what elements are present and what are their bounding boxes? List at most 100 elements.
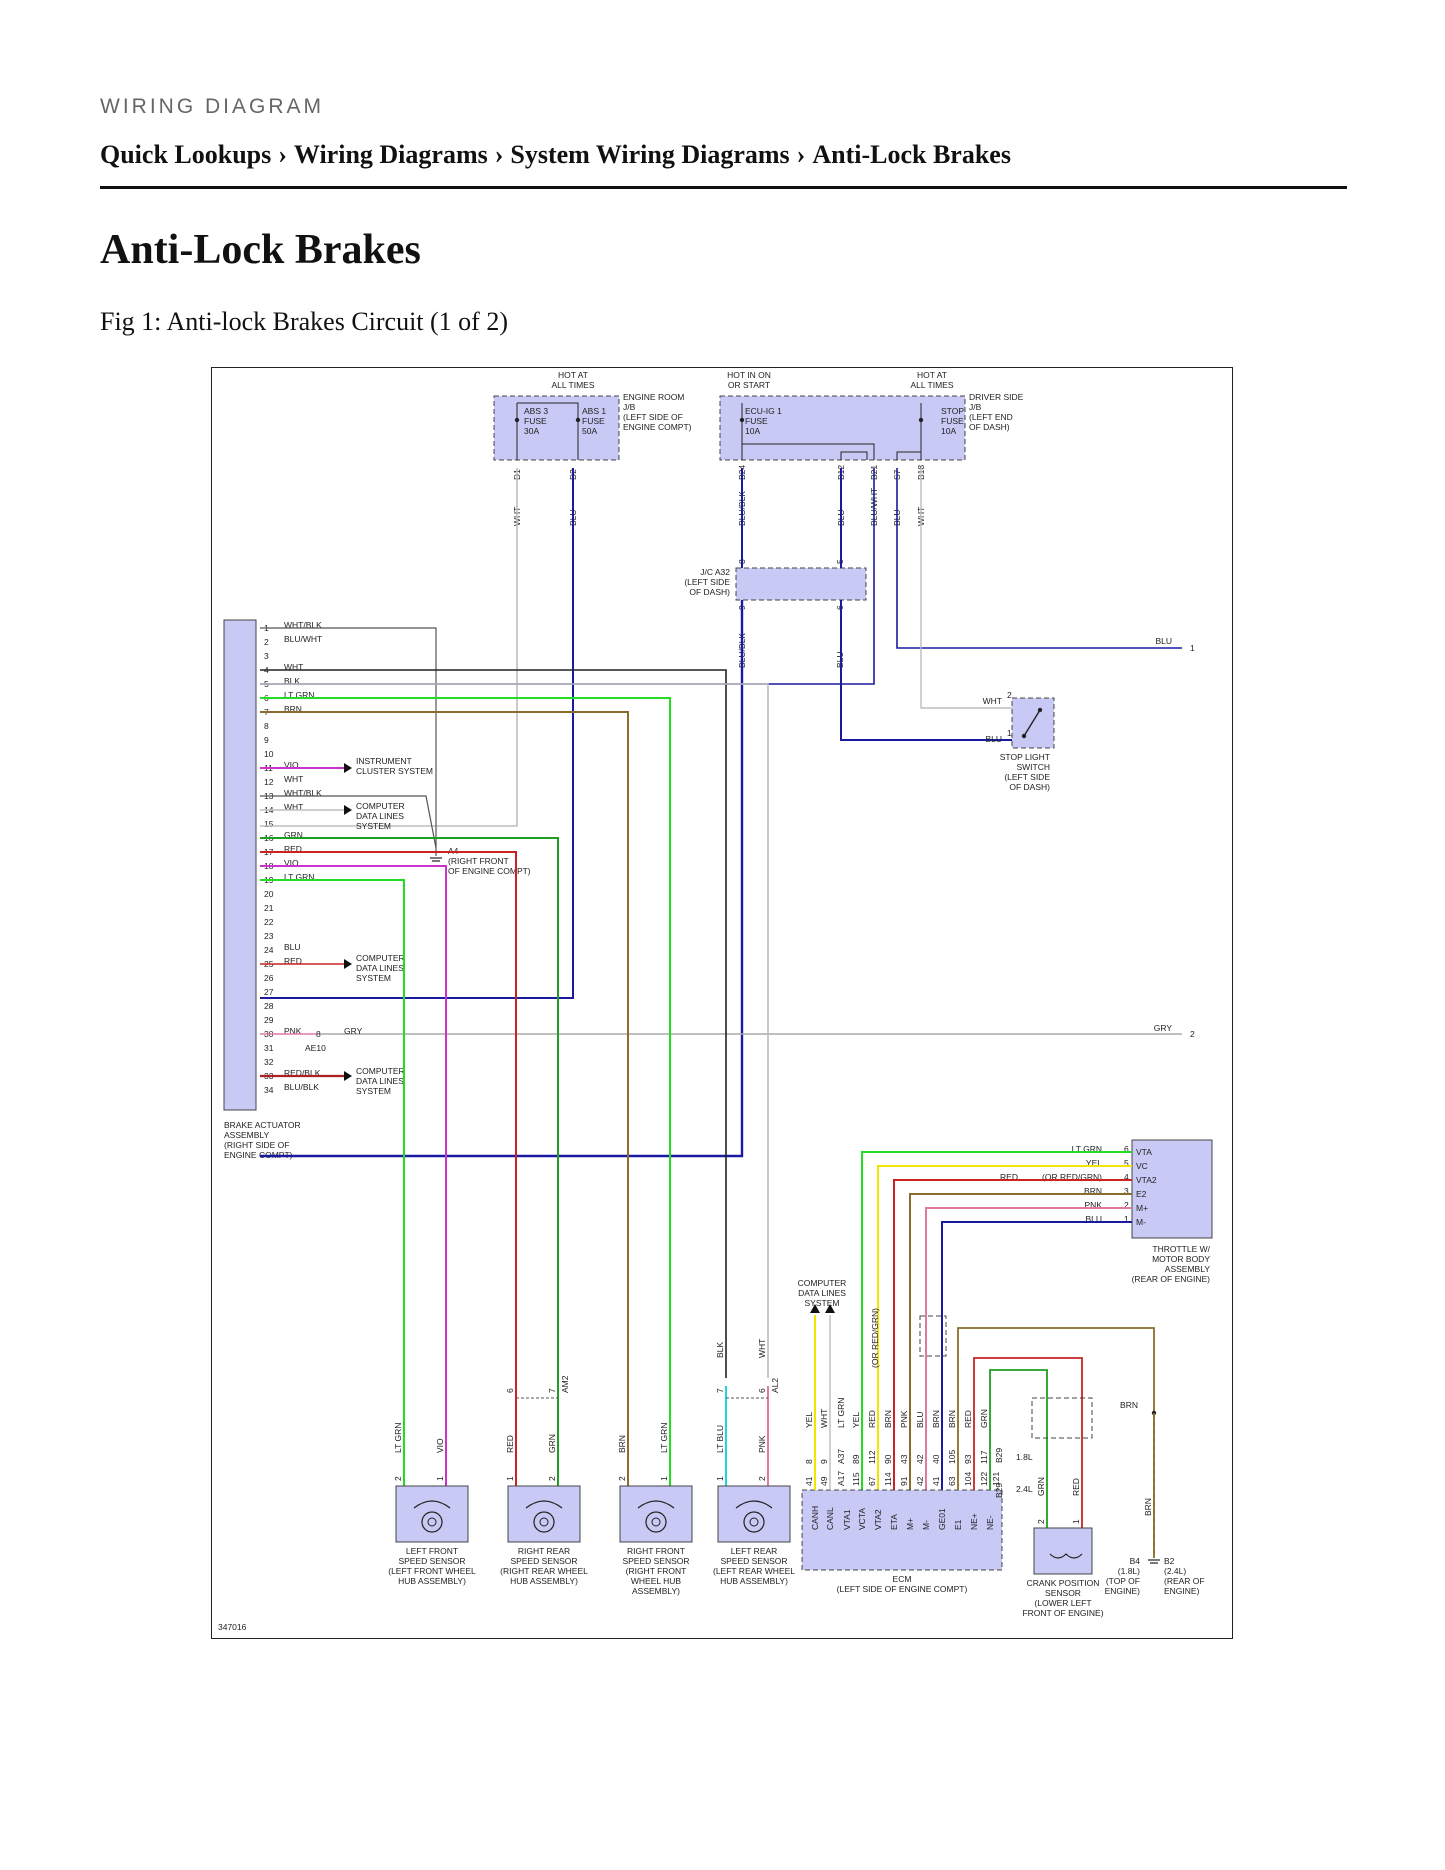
- pin-name-label: ETA: [889, 1514, 899, 1530]
- diagram-label: (LEFT SIDE OF ENGINE COMPT): [837, 1584, 968, 1594]
- diagram-label: (LEFT END: [969, 412, 1013, 422]
- wire-color-label: PNK: [899, 1410, 909, 1428]
- diagram-label: SYSTEM: [805, 1298, 840, 1308]
- pin-label: 22: [264, 917, 274, 927]
- pin-label: 21: [264, 903, 274, 913]
- arrow-up-icon: [810, 1304, 820, 1313]
- pin-label: 7: [547, 1388, 557, 1393]
- pin-label: 27: [264, 987, 274, 997]
- pin-label: A17: [836, 1471, 846, 1486]
- diagram-label: COMPUTER: [798, 1278, 847, 1288]
- pin-label: 23: [264, 931, 274, 941]
- pin-name-label: RL+: [237, 368, 253, 370]
- wire-color-label: LT GRN: [836, 1398, 846, 1428]
- sensor-coil-icon: [645, 1511, 667, 1533]
- pin-label: 41: [931, 1476, 941, 1486]
- wire-throttle-ecm: [909, 1193, 1132, 1490]
- connector-label: B29: [994, 1448, 1004, 1463]
- wire-color-label: LT GRN: [1072, 1144, 1102, 1154]
- pin-name-label: VTA1: [842, 1509, 852, 1530]
- wire-color-label: WHT/BLK: [284, 788, 322, 798]
- pin-label: 42: [915, 1454, 925, 1464]
- brake-actuator-assembly: [223, 619, 257, 1111]
- diagram-label: COMPUTER: [356, 1066, 405, 1076]
- wire-throttle-ecm: [925, 1207, 1132, 1490]
- figure-caption: Fig 1: Anti-lock Brakes Circuit (1 of 2): [100, 307, 509, 336]
- pin-name-label: VTA: [1136, 1147, 1152, 1157]
- pin-label: 10: [264, 749, 274, 759]
- pin-label: 3: [1124, 1186, 1129, 1196]
- diagram-label: 50A: [582, 426, 597, 436]
- wire-color-label: WHT: [284, 774, 303, 784]
- wire-color-label: GRN: [547, 1434, 557, 1453]
- diagram-label: (LEFT REAR WHEEL: [713, 1566, 795, 1576]
- pin-name-label: FL-: [240, 368, 253, 370]
- pin-name-label: E1: [953, 1519, 963, 1530]
- wire-color-label: (OR RED/GRN): [1042, 1172, 1102, 1182]
- sensor-coil-icon: [749, 1517, 759, 1527]
- wire-sensor: [260, 851, 517, 1486]
- pin-name-label: NE+: [969, 1513, 979, 1530]
- pin-label: 4: [1124, 1172, 1129, 1182]
- wire-color-label: BLU/WHT: [284, 634, 322, 644]
- diagram-label: (LEFT SIDE: [684, 577, 730, 587]
- sensor-coil-icon: [735, 1500, 773, 1509]
- diagram-label: HUB ASSEMBLY): [720, 1576, 788, 1586]
- breadcrumb-quick-lookups[interactable]: Quick Lookups: [100, 140, 272, 169]
- wire-color-label: PNK: [757, 1435, 767, 1453]
- driver-side-jb: [719, 395, 966, 461]
- connector-label: AM2: [560, 1375, 570, 1393]
- wire-sensor: [260, 865, 447, 1486]
- pin-label: 1: [659, 1476, 669, 1481]
- engine-variant-label: 2.4L: [1016, 1484, 1033, 1494]
- diagram-label: (REAR OF: [1164, 1576, 1205, 1586]
- wire-color-label: BRN: [931, 1410, 941, 1428]
- wire-color-label: WHT: [983, 696, 1002, 706]
- breadcrumb-system-wiring-diagrams[interactable]: System Wiring Diagrams: [510, 140, 790, 169]
- jb-internal: [840, 451, 868, 460]
- pin-name-label: RL-: [239, 368, 253, 370]
- diagram-label: FUSE: [745, 416, 768, 426]
- connector-label: AE10: [305, 1043, 326, 1053]
- diagram-label: INSTRUMENT: [356, 756, 412, 766]
- breadcrumb-wiring-diagrams[interactable]: Wiring Diagrams: [293, 140, 488, 169]
- pin-name-label: RR-: [238, 368, 253, 370]
- diagram-label: STOP LIGHT: [1000, 752, 1050, 762]
- wire-color-label: (OR RED/GRN): [870, 1308, 880, 1368]
- sensor-coil-icon: [651, 1517, 661, 1527]
- offpage-ref: 2: [1190, 1029, 1195, 1039]
- pin-label: 31: [264, 1043, 274, 1053]
- diagram-label: FUSE: [582, 416, 605, 426]
- diagram-label: (LEFT SIDE OF: [623, 412, 683, 422]
- wheel-speed-sensor: [395, 1485, 469, 1543]
- wire-color-label: GRN: [284, 830, 303, 840]
- sensor-coil-icon: [525, 1500, 563, 1509]
- diagram-label: OF DASH): [689, 587, 730, 597]
- pin-name-label: TS: [242, 368, 253, 370]
- pin-name-label: STP: [236, 368, 253, 370]
- breadcrumb-separator: ›: [278, 140, 287, 169]
- pin-label: 2: [1007, 690, 1012, 700]
- pin-label: 2: [393, 1476, 403, 1481]
- wire-sensor-feed: [260, 683, 769, 1378]
- diagram-label: ENGINE COMPT): [224, 1150, 293, 1160]
- pin-label: 43: [899, 1454, 909, 1464]
- pin-label: 112: [867, 1450, 877, 1464]
- sensor-coil-icon: [637, 1500, 675, 1509]
- pin-name-label: NE-: [985, 1515, 995, 1530]
- jb-busbar: [517, 402, 579, 408]
- diagram-label: ALL TIMES: [911, 380, 954, 390]
- diagram-label: SWITCH: [1016, 762, 1050, 772]
- wire-color-label: BLU: [1085, 1214, 1102, 1224]
- arrow-icon: [344, 1071, 352, 1081]
- diagram-label: J/B: [623, 402, 636, 412]
- wire-brn-ground: [957, 1327, 1155, 1558]
- diagram-label: (RIGHT REAR WHEEL: [500, 1566, 588, 1576]
- sensor-coil-icon: [421, 1511, 443, 1533]
- diagram-label: FRONT OF ENGINE): [1022, 1608, 1103, 1618]
- wire-color-label: RED: [284, 956, 302, 966]
- wheel-speed-sensor: [717, 1485, 791, 1543]
- diagram-label: CLUSTER SYSTEM: [356, 766, 433, 776]
- pin-label: 40: [931, 1454, 941, 1464]
- diagram-label: (LEFT FRONT WHEEL: [388, 1566, 476, 1576]
